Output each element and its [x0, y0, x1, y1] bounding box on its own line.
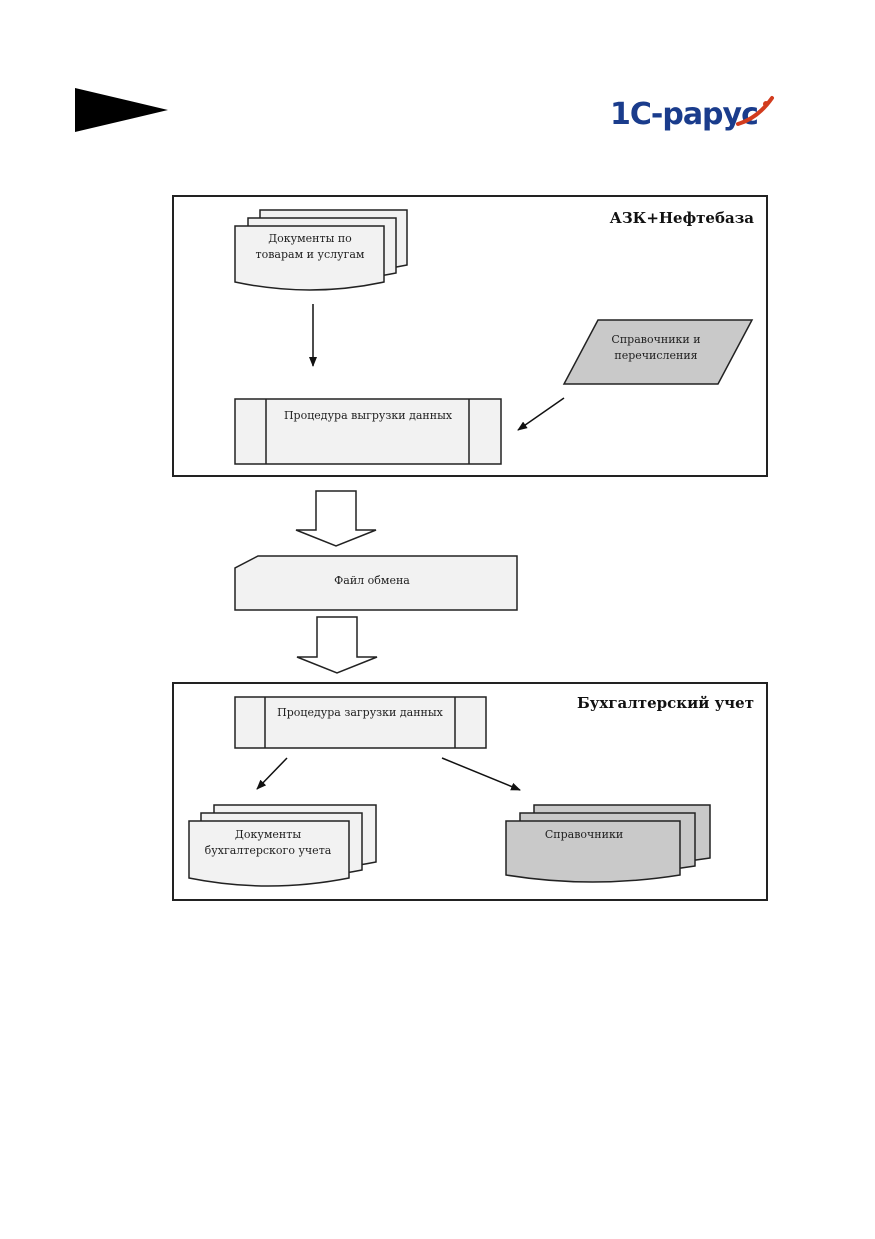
directories-stack: Справочники: [505, 804, 711, 883]
documents-stack-top: Документы по товарам и услугам: [234, 209, 408, 291]
logo-accent-dot-icon: [763, 101, 769, 107]
bottom-section-title: Бухгалтерский учет: [577, 694, 754, 712]
block-arrow-export-to-file: [295, 490, 377, 547]
top-section-frame: [172, 195, 768, 477]
company-logo: 1С-рарус: [610, 96, 774, 132]
slide-marker-triangle-icon: [75, 88, 168, 132]
directories-label-line1: Справочники и: [611, 333, 700, 346]
documents-label-line1: Документы по: [268, 232, 352, 245]
exchange-file-label: Файл обмена: [334, 574, 410, 587]
accounting-documents-stack: Документы бухгалтерского учета: [188, 804, 377, 887]
directories-label-line2: перечисления: [614, 349, 697, 362]
arrow-import-to-documents: [256, 757, 288, 790]
logo-accent-swoosh-icon: [736, 96, 774, 126]
arrow-import-to-directories: [441, 757, 521, 791]
logo-text: 1С-рарус: [610, 97, 758, 132]
documents-label-line2: товарам и услугам: [256, 248, 365, 261]
bottom-section-frame: [172, 682, 768, 901]
arrow-directories-to-export: [517, 397, 565, 431]
accounting-documents-label-line1: Документы: [235, 828, 301, 841]
export-procedure-box: Процедура выгрузки данных: [234, 398, 502, 465]
block-arrow-file-to-import: [296, 616, 378, 674]
import-procedure-label: Процедура загрузки данных: [277, 706, 443, 719]
export-procedure-label: Процедура выгрузки данных: [284, 409, 453, 422]
exchange-file-box: Файл обмена: [234, 555, 518, 611]
directories-stack-label: Справочники: [545, 828, 623, 841]
import-procedure-box: Процедура загрузки данных: [234, 696, 487, 749]
top-section-title: АЗК+Нефтебаза: [610, 209, 755, 227]
directories-enumerations-shape: Справочники и перечисления: [562, 319, 754, 385]
accounting-documents-label-line2: бухгалтерского учета: [205, 844, 332, 857]
